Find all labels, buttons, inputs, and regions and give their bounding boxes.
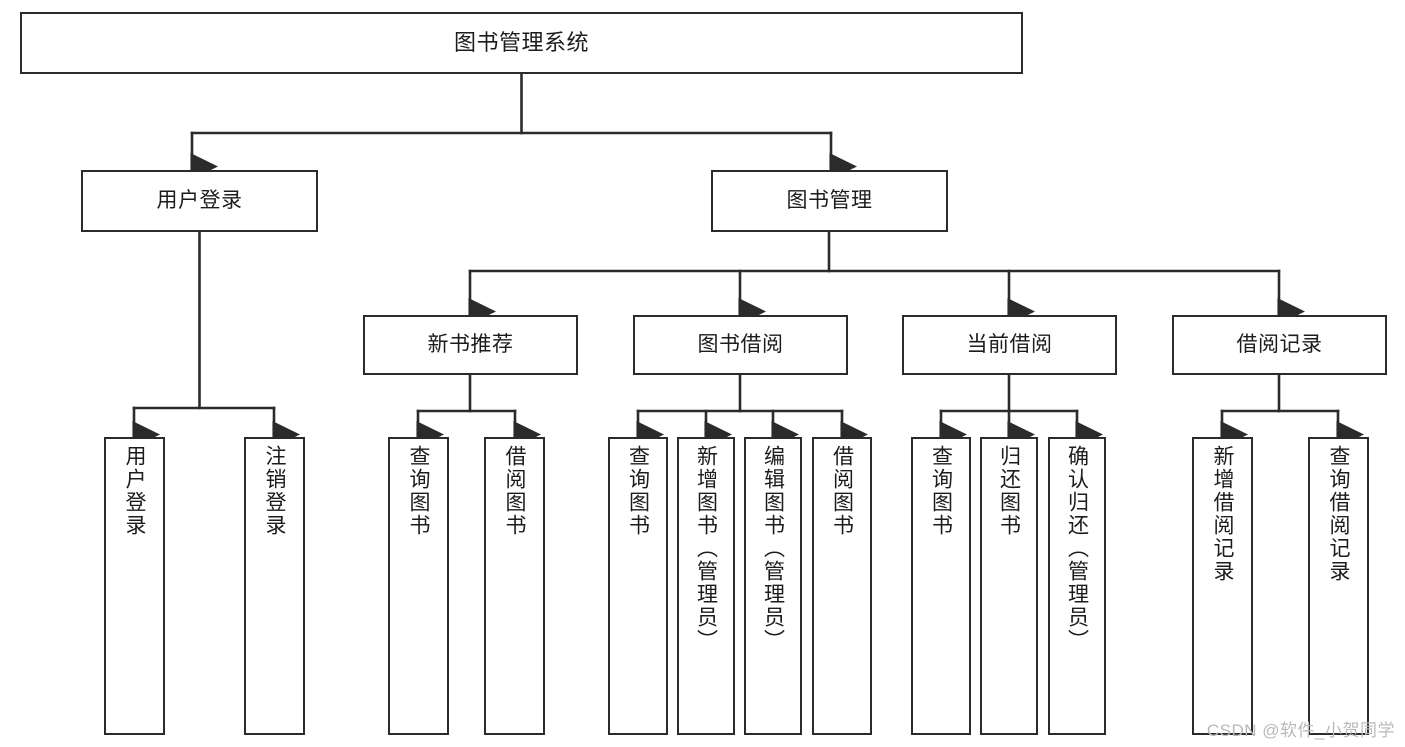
leaf-edit-book-admin[interactable]: 编辑图书（管理员） [744,437,802,735]
leaf-user-login-label: 用户登录 [123,445,146,537]
leaf-borrow-book-2-label: 借阅图书 [830,445,854,537]
leaf-query-book-3[interactable]: 查询图书 [911,437,971,735]
leaf-borrow-book-1-label: 借阅图书 [503,445,526,537]
node-book-management[interactable]: 图书管理 [711,170,948,232]
leaf-query-book-2-label: 查询图书 [626,445,650,537]
leaf-add-borrow-record[interactable]: 新增借阅记录 [1192,437,1253,735]
leaf-return-book-label: 归还图书 [997,445,1021,537]
leaf-user-login[interactable]: 用户登录 [104,437,165,735]
leaf-logout-login-label: 注销登录 [263,445,286,537]
node-borrow-record-label: 借阅记录 [1236,333,1323,357]
node-new-book-recommend[interactable]: 新书推荐 [363,315,578,375]
node-borrow-record[interactable]: 借阅记录 [1172,315,1387,375]
node-book-management-label: 图书管理 [786,189,873,213]
leaf-query-book-1-label: 查询图书 [407,445,430,537]
csdn-watermark: CSDN @软件_小贺同学 [1206,721,1395,740]
node-book-borrow-label: 图书借阅 [697,333,784,357]
node-book-borrow[interactable]: 图书借阅 [633,315,848,375]
leaf-query-borrow-record[interactable]: 查询借阅记录 [1308,437,1369,735]
leaf-logout-login[interactable]: 注销登录 [244,437,305,735]
leaf-edit-book-admin-label: 编辑图书（管理员） [761,445,785,652]
node-current-borrow[interactable]: 当前借阅 [902,315,1117,375]
leaf-return-book[interactable]: 归还图书 [980,437,1038,735]
node-user-login[interactable]: 用户登录 [81,170,318,232]
node-root-system[interactable]: 图书管理系统 [20,12,1023,74]
node-current-borrow-label: 当前借阅 [966,333,1053,357]
leaf-add-book-admin-label: 新增图书（管理员） [694,445,718,652]
node-user-login-label: 用户登录 [156,189,243,213]
leaf-confirm-return-admin-label: 确认归还（管理员） [1065,445,1089,652]
leaf-confirm-return-admin[interactable]: 确认归还（管理员） [1048,437,1106,735]
leaf-add-borrow-record-label: 新增借阅记录 [1211,445,1234,583]
leaf-query-book-1[interactable]: 查询图书 [388,437,449,735]
leaf-borrow-book-2[interactable]: 借阅图书 [812,437,872,735]
node-root-system-label: 图书管理系统 [453,29,589,55]
leaf-query-book-2[interactable]: 查询图书 [608,437,668,735]
leaf-borrow-book-1[interactable]: 借阅图书 [484,437,545,735]
leaf-query-borrow-record-label: 查询借阅记录 [1327,445,1350,583]
node-new-book-recommend-label: 新书推荐 [427,333,514,357]
leaf-query-book-3-label: 查询图书 [929,445,953,537]
leaf-add-book-admin[interactable]: 新增图书（管理员） [677,437,735,735]
